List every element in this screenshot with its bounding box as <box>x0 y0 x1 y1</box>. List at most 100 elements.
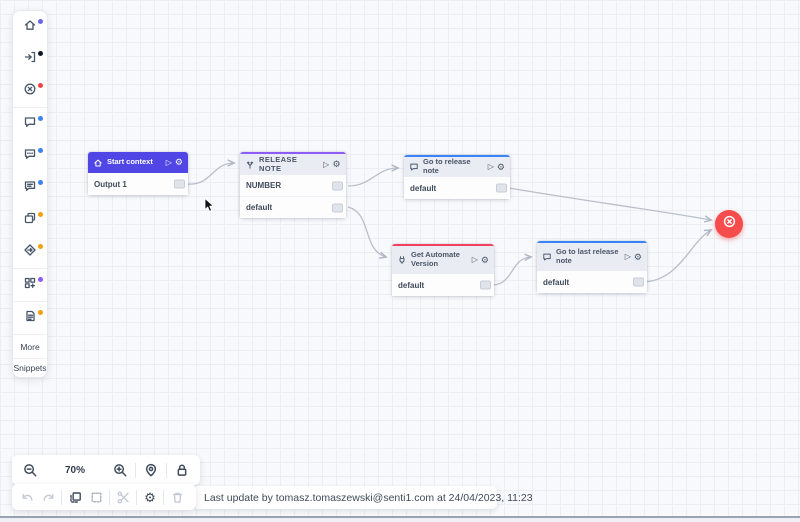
node-output-row[interactable]: default <box>537 271 647 293</box>
circle-x-icon <box>722 214 737 234</box>
copy-stack-icon <box>23 211 37 230</box>
node-output-row[interactable]: NUMBER <box>240 175 346 196</box>
page-bottom-divider <box>0 516 800 518</box>
chat-lines-icon <box>23 179 37 198</box>
palette-item-document[interactable] <box>13 301 47 334</box>
run-node-icon[interactable]: ▷ <box>487 162 494 171</box>
last-update-text: Last update by tomasz.tomaszewski@senti1… <box>204 491 533 504</box>
node-output-row[interactable]: Output 1 <box>88 173 188 195</box>
chat-icon <box>409 162 419 172</box>
zoom-out-button[interactable] <box>21 461 39 479</box>
sidebar-snippets-button[interactable]: Snippets <box>13 358 47 377</box>
node-header[interactable]: RELEASE NOTE ▷ ⚙ <box>240 154 346 175</box>
output-handle[interactable] <box>480 280 491 290</box>
node-header[interactable]: Get Automate Version ▷ ⚙ <box>392 246 494 274</box>
node-go-to-last-release-note[interactable]: Go to last release note ▷ ⚙ default <box>537 241 647 293</box>
palette-dot <box>38 83 43 88</box>
delete-button[interactable] <box>169 489 185 505</box>
home-icon <box>23 18 37 37</box>
chat-icon <box>23 115 37 134</box>
lock-canvas-button[interactable] <box>173 461 191 479</box>
paste-button[interactable] <box>88 489 104 505</box>
output-label: Output 1 <box>94 179 127 189</box>
node-release-note[interactable]: RELEASE NOTE ▷ ⚙ NUMBER default <box>240 152 346 218</box>
node-settings-icon[interactable]: ⚙ <box>633 251 642 262</box>
palette-dot <box>38 244 43 249</box>
output-handle[interactable] <box>174 179 185 189</box>
output-label: default <box>398 280 425 290</box>
palette-item-question[interactable] <box>13 140 47 172</box>
node-title: Start context <box>107 157 153 167</box>
node-settings-icon[interactable]: ⚙ <box>480 254 489 265</box>
edge-start-to-release-note <box>186 163 234 185</box>
node-palette-sidebar: More Snippets <box>12 10 48 378</box>
run-node-icon[interactable]: ▷ <box>322 159 330 169</box>
edge-go-last-to-end <box>643 230 711 283</box>
zoom-toolbar: 70% <box>12 455 200 485</box>
node-title: RELEASE NOTE <box>259 154 298 173</box>
node-header[interactable]: Go to release note ▷ ⚙ <box>404 157 510 177</box>
palette-item-message[interactable] <box>13 107 47 140</box>
palette-dot <box>38 116 43 121</box>
sidebar-more-button[interactable]: More <box>13 334 47 358</box>
palette-item-end[interactable] <box>13 75 47 107</box>
edge-get-automate-to-go-last <box>491 257 531 286</box>
palette-item-integrations[interactable] <box>13 268 47 301</box>
palette-item-start[interactable] <box>13 11 47 43</box>
edit-toolbar: ⚙ <box>12 484 196 510</box>
circle-x-icon <box>23 82 37 101</box>
node-settings-icon[interactable]: ⚙ <box>332 159 341 169</box>
edge-number-to-go-release <box>347 168 398 187</box>
node-settings-icon[interactable]: ⚙ <box>496 161 505 172</box>
palette-dot <box>38 19 43 24</box>
output-label: default <box>246 203 273 212</box>
cut-button[interactable] <box>115 489 131 505</box>
output-label: default <box>410 183 437 193</box>
node-title: Go to last release note <box>556 247 619 265</box>
node-start-context[interactable]: Start context ▷ ⚙ Output 1 <box>88 152 188 195</box>
node-settings-icon[interactable]: ⚙ <box>174 157 183 167</box>
output-handle[interactable] <box>332 181 343 190</box>
zoom-in-button[interactable] <box>111 461 129 479</box>
node-output-row[interactable]: default <box>404 177 510 199</box>
center-view-button[interactable] <box>142 461 160 479</box>
status-bar: Last update by tomasz.tomaszewski@senti1… <box>196 486 533 509</box>
palette-dot <box>38 310 43 315</box>
palette-dot <box>38 180 43 185</box>
toolbar-divider <box>61 489 62 505</box>
toolbar-divider <box>163 489 164 505</box>
output-handle[interactable] <box>633 277 644 287</box>
diamond-arrow-icon <box>23 243 37 262</box>
palette-dot <box>38 212 43 217</box>
redo-button[interactable] <box>40 489 56 505</box>
settings-button[interactable]: ⚙ <box>144 489 156 505</box>
run-node-icon[interactable]: ▷ <box>165 157 172 167</box>
output-handle[interactable] <box>496 183 507 193</box>
node-header[interactable]: Go to last release note ▷ ⚙ <box>537 243 647 271</box>
node-title: Get Automate Version <box>411 250 460 268</box>
node-get-automate-version[interactable]: Get Automate Version ▷ ⚙ default <box>392 244 494 296</box>
edge-default-to-get-automate <box>347 206 386 257</box>
run-node-icon[interactable]: ▷ <box>471 255 478 264</box>
undo-button[interactable] <box>19 489 35 505</box>
palette-item-entry[interactable] <box>13 43 47 75</box>
palette-dot <box>38 148 43 153</box>
node-output-row[interactable]: default <box>240 196 346 218</box>
output-label: default <box>543 277 570 287</box>
toolbar-divider <box>136 489 137 505</box>
node-end[interactable] <box>715 210 743 238</box>
copy-button[interactable] <box>67 489 83 505</box>
node-header[interactable]: Start context ▷ ⚙ <box>88 152 188 173</box>
palette-item-notice[interactable] <box>13 172 47 204</box>
toolbar-divider <box>109 489 110 505</box>
node-output-row[interactable]: default <box>392 274 494 296</box>
node-title: Go to release note <box>423 157 471 175</box>
output-handle[interactable] <box>332 203 343 212</box>
grid-plus-icon <box>23 276 37 295</box>
palette-item-copy[interactable] <box>13 204 47 236</box>
chat-dots-icon <box>23 147 37 166</box>
node-go-to-release-note[interactable]: Go to release note ▷ ⚙ default <box>404 155 510 199</box>
palette-item-jump[interactable] <box>13 236 47 268</box>
run-node-icon[interactable]: ▷ <box>624 252 631 261</box>
